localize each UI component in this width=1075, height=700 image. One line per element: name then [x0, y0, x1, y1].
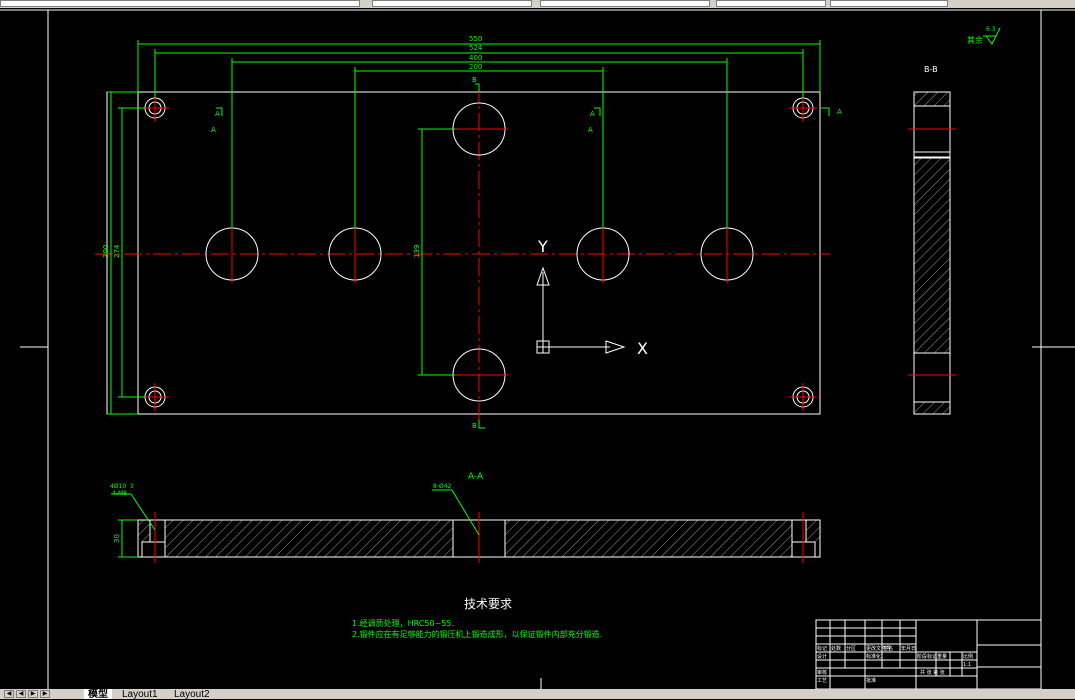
svg-text:A: A [837, 108, 842, 116]
layout-tab-bar: ◀ ◀ ▶ ▶ 模型 Layout1 Layout2 [0, 689, 1075, 700]
svg-text:3: 3 [130, 483, 134, 490]
dimensions [107, 40, 830, 429]
svg-text:标准化: 标准化 [866, 653, 881, 660]
svg-text:1.经调质处理，HRC50~55.: 1.经调质处理，HRC50~55. [352, 618, 454, 628]
svg-text:共 张 第 张: 共 张 第 张 [920, 669, 945, 676]
section-aa-view: A-A 30 4Ø10 [110, 472, 821, 563]
svg-text:审核: 审核 [817, 669, 827, 676]
svg-text:A-A: A-A [468, 472, 484, 482]
svg-text:2.锻件应在有足够能力的锻压机上锻造成形，以保证锻件内部充分: 2.锻件应在有足够能力的锻压机上锻造成形，以保证锻件内部充分锻造. [352, 629, 602, 639]
drawing-frame [0, 9, 1075, 689]
drawing-canvas[interactable]: 其余 6.3 [0, 8, 1075, 689]
last-tab-button[interactable]: ▶ [40, 690, 50, 698]
svg-text:其余: 其余 [967, 35, 983, 45]
svg-text:A: A [211, 126, 216, 134]
svg-text:6.3: 6.3 [986, 26, 996, 33]
svg-text:阶段标记: 阶段标记 [917, 653, 937, 660]
svg-text:批准: 批准 [866, 677, 876, 684]
svg-text:工艺: 工艺 [817, 678, 827, 684]
svg-text:4Ø10: 4Ø10 [110, 483, 126, 490]
svg-text:A: A [590, 110, 595, 118]
svg-text:200: 200 [469, 63, 482, 71]
next-tab-button[interactable]: ▶ [28, 690, 38, 698]
svg-text:139: 139 [413, 245, 421, 258]
svg-text:A: A [588, 126, 593, 134]
ucs-icon [536, 266, 626, 354]
axis-y-label: Y [537, 237, 548, 256]
linetype-dropdown[interactable] [372, 0, 532, 7]
svg-text:B: B [472, 76, 477, 84]
svg-text:分区: 分区 [846, 645, 856, 652]
svg-text:8-Ø42: 8-Ø42 [433, 483, 452, 490]
layer-dropdown[interactable] [0, 0, 360, 7]
svg-text:524: 524 [469, 44, 483, 52]
dimension-texts: 550 524 400 200 300 274 139 A A A A A B … [102, 35, 842, 430]
svg-text:4-M8: 4-M8 [112, 490, 127, 497]
plotstyle-dropdown[interactable] [716, 0, 826, 7]
first-tab-button[interactable]: ◀ [4, 690, 14, 698]
title-block [815, 619, 1042, 689]
lineweight-dropdown[interactable] [540, 0, 710, 7]
section-bb-view: B-B [908, 65, 956, 415]
svg-text:400: 400 [469, 54, 482, 62]
svg-text:标记: 标记 [817, 645, 827, 652]
toolbar-strip [0, 0, 1075, 8]
prev-tab-button[interactable]: ◀ [16, 690, 26, 698]
axis-x-label: X [637, 339, 648, 358]
svg-text:300: 300 [102, 245, 110, 258]
title-block-text: 标记 处数 分区 更改文件号 签名 年月日 设计 标准化 阶段标记 重量 比例 … [817, 645, 973, 684]
svg-text:比例: 比例 [963, 653, 973, 660]
color-dropdown[interactable] [830, 0, 948, 7]
svg-text:550: 550 [469, 35, 482, 43]
svg-text:B-B: B-B [924, 65, 938, 74]
svg-text:年月日: 年月日 [901, 645, 916, 652]
svg-text:技术要求: 技术要求 [464, 597, 512, 611]
svg-text:B: B [472, 422, 477, 430]
svg-text:设计: 设计 [817, 653, 827, 660]
svg-text:重量: 重量 [937, 653, 947, 660]
tab-model[interactable]: 模型 [84, 689, 112, 700]
svg-text:处数: 处数 [831, 645, 841, 652]
tab-layout2[interactable]: Layout2 [174, 689, 210, 700]
tab-layout1[interactable]: Layout1 [122, 689, 158, 700]
svg-text:30: 30 [113, 534, 121, 543]
svg-text:1:1: 1:1 [963, 662, 971, 668]
svg-text:A: A [215, 110, 220, 118]
roughness-symbol: 其余 6.3 [967, 26, 1001, 45]
svg-text:更改文件号: 更改文件号 [866, 645, 891, 652]
technical-notes: 技术要求 1.经调质处理，HRC50~55. 2.锻件应在有足够能力的锻压机上锻… [352, 597, 602, 639]
plan-view: Y X [95, 84, 830, 425]
svg-text:签名: 签名 [883, 645, 893, 652]
svg-text:274: 274 [113, 244, 121, 258]
